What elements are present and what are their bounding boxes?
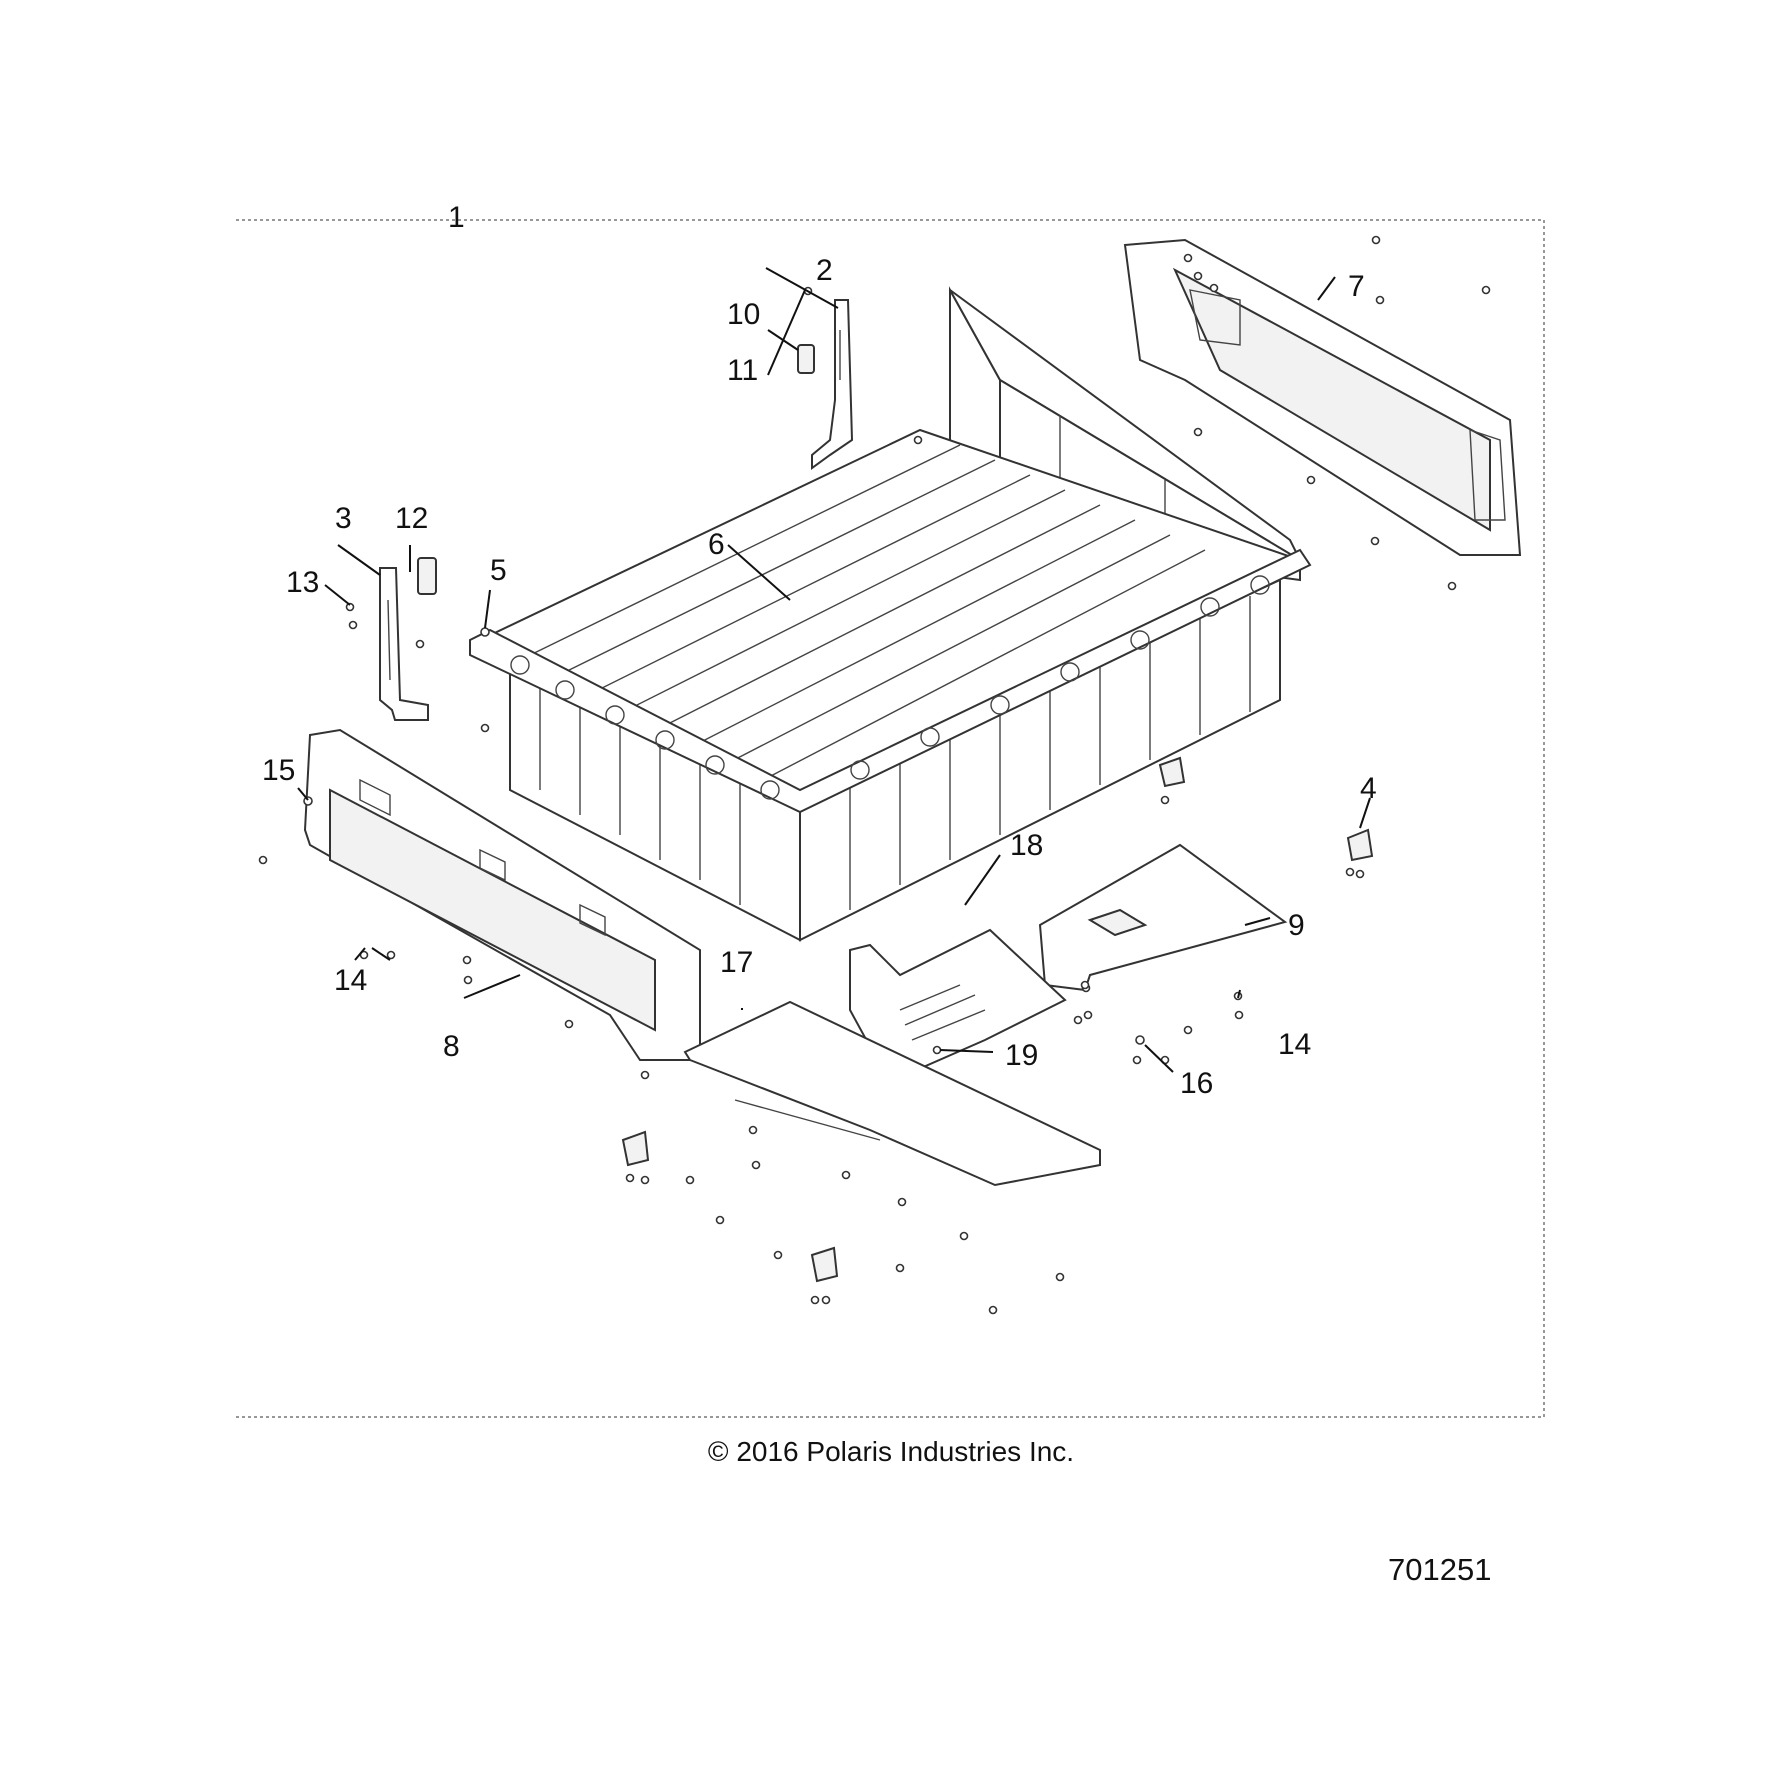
callout-13: 13 [286,566,319,599]
callout-16: 16 [1180,1067,1213,1100]
bracket-left [379,567,429,721]
callout-15: 15 [262,754,295,787]
cargo-box [469,286,1312,942]
bracket-right [811,299,854,470]
callout-2: 2 [816,254,833,287]
front-panel [1123,238,1522,556]
latch-striker-lower [417,557,437,595]
screw-14b [386,950,396,960]
callout-3: 3 [335,502,352,535]
callout-7: 7 [1348,270,1365,303]
latch-striker-upper [797,344,815,374]
skid-plate-right [1038,843,1288,992]
callout-5: 5 [490,554,507,587]
callout-19: 19 [1005,1039,1038,1072]
fasteners [258,235,1491,1315]
rear-tailgate [303,728,701,1061]
callout-10: 10 [727,298,760,331]
nut-5 [480,627,490,637]
bolt-13 [345,602,355,612]
callout-14-right: 14 [1278,1028,1311,1061]
lower-panel [683,1000,1101,1187]
leader-lines [297,267,1371,1073]
washer-16 [1135,1035,1145,1045]
callout-labels: 1 2 3 4 5 6 7 8 9 10 11 12 13 14 14 15 1… [262,201,1377,1100]
cargo-clip [1346,828,1374,862]
callout-4: 4 [1360,772,1377,805]
diagram-number: 701251 [1388,1552,1492,1587]
callout-1: 1 [448,201,465,234]
assembly-frame [236,219,1545,1418]
callout-9: 9 [1288,909,1305,942]
callout-18: 18 [1010,829,1043,862]
callout-12: 12 [395,502,428,535]
copyright-notice: © 2016 Polaris Industries Inc. [707,1436,1075,1467]
tie-down-anchor-2 [810,1246,839,1283]
callout-8: 8 [443,1030,460,1063]
cargo-clip-2 [1158,756,1186,788]
screw-19 [932,1045,942,1055]
callout-11: 11 [727,354,758,387]
callout-14-left: 14 [334,964,367,997]
tie-down-anchor-1 [621,1130,650,1167]
callout-17: 17 [720,946,753,979]
screw-14a [359,950,369,960]
callout-6: 6 [708,528,725,561]
